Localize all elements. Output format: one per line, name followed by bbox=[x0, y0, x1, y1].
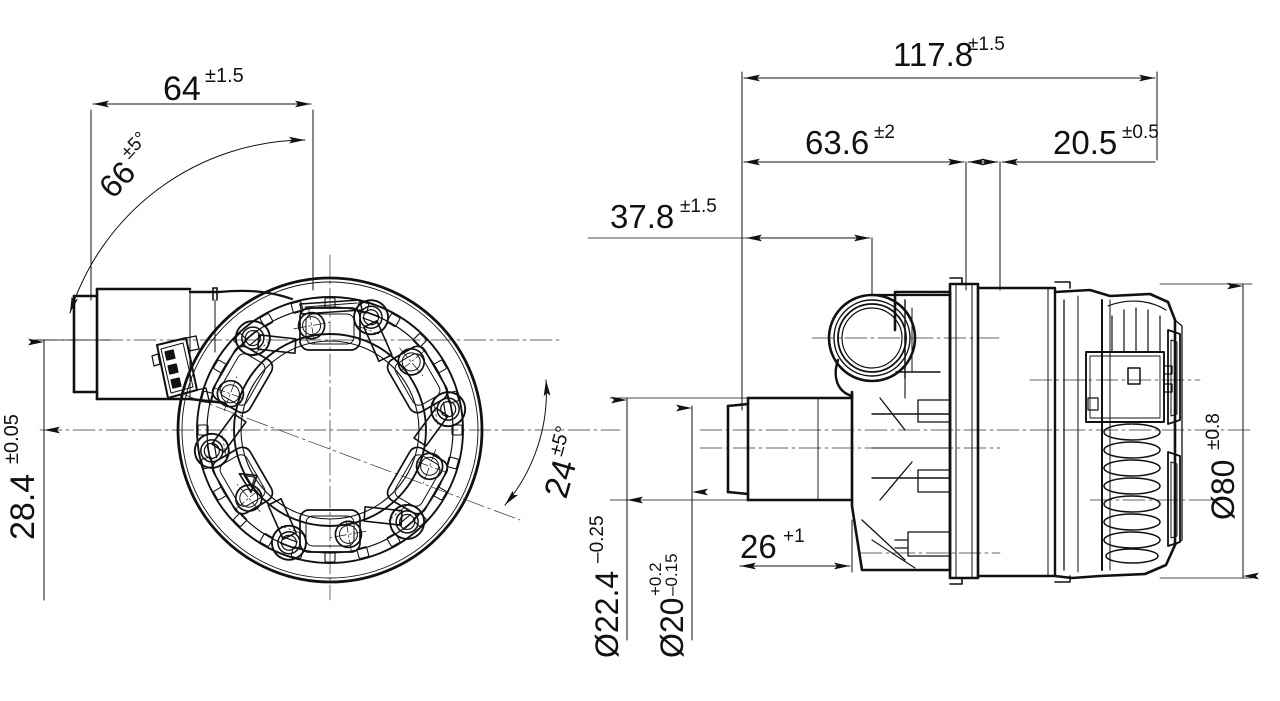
housing-outer-circle bbox=[176, 276, 484, 584]
dimarc-66 bbox=[69, 136, 306, 314]
dim-636-tolerance: ±2 bbox=[874, 122, 895, 143]
mounting-screw-bosses bbox=[193, 299, 467, 561]
dim-224-value: Ø22.4 bbox=[589, 571, 625, 658]
dimension-texts: 64 ±1.5 66 ±5° 28.4 ±0.05 24 ±5° 117.8 ±… bbox=[1, 34, 1241, 658]
housing-inner-circle bbox=[181, 281, 479, 579]
dim-28-tolerance: ±0.05 bbox=[1, 414, 23, 464]
locating-holes bbox=[213, 307, 447, 553]
dim-28-value: 28.4 bbox=[4, 474, 42, 540]
motor-end-housing-finned bbox=[1055, 290, 1183, 580]
dim-636-value: 63.6 bbox=[805, 124, 869, 161]
dim-66-tolerance: ±5° bbox=[117, 128, 152, 163]
dim-26-tolerance: +1 bbox=[783, 526, 805, 547]
dim-20-tolerance-upper: +0.2 bbox=[646, 562, 665, 596]
dim-24-value: 24 bbox=[537, 455, 584, 502]
dim-378-value: 37.8 bbox=[610, 198, 674, 235]
dimension-lines bbox=[28, 71, 1259, 641]
dim-20-value: Ø20 bbox=[654, 598, 690, 658]
dim-1178-tolerance: ±1.5 bbox=[968, 34, 1005, 55]
electrical-connector-front bbox=[151, 335, 210, 403]
flange-webs bbox=[211, 320, 449, 540]
dim-66-value: 66 bbox=[92, 154, 143, 205]
dim-205-value: 20.5 bbox=[1053, 124, 1117, 161]
inlet-barb-side bbox=[726, 390, 854, 508]
dim-80-value: Ø80 bbox=[1205, 460, 1241, 520]
dim-20-tolerance-lower: –0.15 bbox=[662, 553, 681, 596]
dim-26-value: 26 bbox=[740, 528, 777, 565]
dimarc-24 bbox=[504, 379, 551, 506]
dim-1178-value: 117.8 bbox=[893, 36, 973, 73]
dim-80-tolerance: ±0.8 bbox=[1203, 413, 1224, 450]
front-view bbox=[34, 254, 621, 601]
upper-port-side bbox=[827, 293, 941, 398]
dim-64-tolerance: ±1.5 bbox=[205, 65, 244, 87]
inlet-spigot-front bbox=[72, 287, 294, 405]
dim-205-tolerance: ±0.5 bbox=[1122, 122, 1159, 143]
mounting-flange-side bbox=[948, 277, 980, 585]
pump-housing-body bbox=[850, 290, 952, 572]
side-view bbox=[700, 277, 1251, 585]
dim-224-tolerance: –0.25 bbox=[587, 515, 608, 563]
motor-barrel bbox=[976, 281, 1071, 583]
dim-64-value: 64 bbox=[163, 70, 201, 108]
dim-24-tolerance: ±5° bbox=[545, 424, 574, 459]
dim-378-tolerance: ±1.5 bbox=[680, 196, 717, 217]
orientation-triangle-marker bbox=[238, 472, 258, 494]
